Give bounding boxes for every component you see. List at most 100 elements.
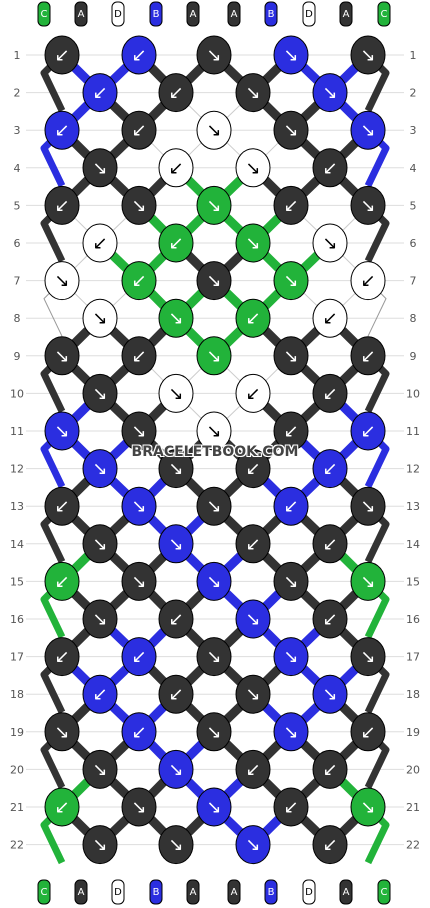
- knot-arrow-icon: ↙: [360, 722, 375, 743]
- strand-swatch: [302, 1, 316, 27]
- knot-oval: [196, 561, 232, 601]
- strand-letter: A: [343, 887, 350, 898]
- knot-arrow-icon: ↙: [322, 534, 337, 555]
- knot: ↙: [121, 261, 157, 301]
- knot: ↘: [235, 223, 271, 263]
- row-label-right: 2: [410, 87, 417, 100]
- knot-arrow-icon: ↙: [322, 835, 337, 856]
- knot: ↘: [273, 561, 309, 601]
- knot: ↙: [235, 449, 271, 489]
- strand-swatch: [74, 879, 88, 905]
- knot-arrow-icon: ↙: [168, 233, 183, 254]
- knot: ↘: [121, 561, 157, 601]
- knot-arrow-icon: ↘: [92, 759, 107, 780]
- knot-oval: [196, 637, 232, 677]
- knot-oval: [312, 148, 348, 188]
- knot-oval: [121, 486, 157, 526]
- knot: ↘: [82, 599, 118, 639]
- knot-oval: [158, 749, 194, 789]
- knot-arrow-icon: ↘: [360, 496, 375, 517]
- knot-oval: [158, 825, 194, 865]
- knot: ↘: [273, 712, 309, 752]
- knot-oval: [350, 561, 386, 601]
- knot-oval: [44, 336, 80, 376]
- strand-letter: B: [268, 887, 275, 898]
- strand-letter: A: [190, 9, 197, 20]
- strand-label: D: [111, 879, 125, 905]
- knot-oval: [121, 787, 157, 827]
- knot-arrow-icon: ↘: [206, 346, 221, 367]
- strand-letter: D: [114, 887, 122, 898]
- knot-oval: [44, 486, 80, 526]
- knot: ↘: [350, 35, 386, 75]
- knot: ↙: [82, 223, 118, 263]
- knot: ↙: [235, 373, 271, 413]
- knot-arrow-icon: ↙: [54, 797, 69, 818]
- knot-oval: [273, 185, 309, 225]
- knot-oval: [235, 749, 271, 789]
- row-label-left: 10: [10, 387, 24, 400]
- knot: ↘: [158, 298, 194, 338]
- strand-label: C: [377, 1, 391, 27]
- row-label-left: 16: [10, 613, 24, 626]
- knot: ↙: [158, 674, 194, 714]
- row-label-left: 12: [10, 463, 24, 476]
- strand-swatch: [149, 1, 163, 27]
- knot: ↘: [82, 373, 118, 413]
- row-label-right: 21: [406, 801, 420, 814]
- strand-letter: D: [305, 9, 313, 20]
- strand-label: A: [74, 879, 88, 905]
- strand-swatch: [377, 879, 391, 905]
- knot: ↘: [44, 411, 80, 451]
- knot: ↘: [82, 749, 118, 789]
- knot-arrow-icon: ↙: [360, 346, 375, 367]
- knot-arrow-icon: ↘: [206, 195, 221, 216]
- knot: ↙: [121, 35, 157, 75]
- knot-arrow-icon: ↙: [54, 647, 69, 668]
- strand-label: D: [111, 1, 125, 27]
- knot-oval: [235, 373, 271, 413]
- knot: ↘: [158, 749, 194, 789]
- knot-oval: [312, 223, 348, 263]
- knot: ↘: [44, 261, 80, 301]
- knot-oval: [158, 524, 194, 564]
- knot: ↙: [158, 148, 194, 188]
- row-label-right: 3: [410, 124, 417, 137]
- strand-swatch: [339, 1, 353, 27]
- knot-oval: [82, 674, 118, 714]
- row-label-left: 11: [10, 425, 24, 438]
- knot: ↘: [312, 73, 348, 113]
- knot-oval: [82, 749, 118, 789]
- knot-arrow-icon: ↙: [131, 120, 146, 141]
- knot: ↘: [350, 185, 386, 225]
- knot-oval: [44, 712, 80, 752]
- knot-oval: [44, 787, 80, 827]
- knot-oval: [312, 674, 348, 714]
- knot: ↙: [121, 712, 157, 752]
- knot-arrow-icon: ↘: [322, 684, 337, 705]
- knot: ↙: [312, 749, 348, 789]
- knot-arrow-icon: ↘: [92, 459, 107, 480]
- knot: ↙: [82, 73, 118, 113]
- knot: ↙: [158, 223, 194, 263]
- strand-letter: C: [41, 9, 48, 20]
- knot-arrow-icon: ↘: [131, 496, 146, 517]
- knot-arrow-icon: ↘: [131, 571, 146, 592]
- row-label-left: 14: [10, 538, 24, 551]
- knot-oval: [44, 411, 80, 451]
- knot-arrow-icon: ↙: [92, 684, 107, 705]
- knot-arrow-icon: ↘: [92, 609, 107, 630]
- knot-oval: [350, 486, 386, 526]
- knot-oval: [44, 185, 80, 225]
- knot-oval: [350, 35, 386, 75]
- row-label-right: 22: [406, 839, 420, 852]
- knot: ↘: [273, 637, 309, 677]
- knot-oval: [44, 561, 80, 601]
- strand-swatch: [111, 879, 125, 905]
- row-label-right: 6: [410, 237, 417, 250]
- strand-letter: B: [153, 9, 160, 20]
- row-label-right: 11: [406, 425, 420, 438]
- knot-arrow-icon: ↙: [245, 383, 260, 404]
- knot-oval: [235, 223, 271, 263]
